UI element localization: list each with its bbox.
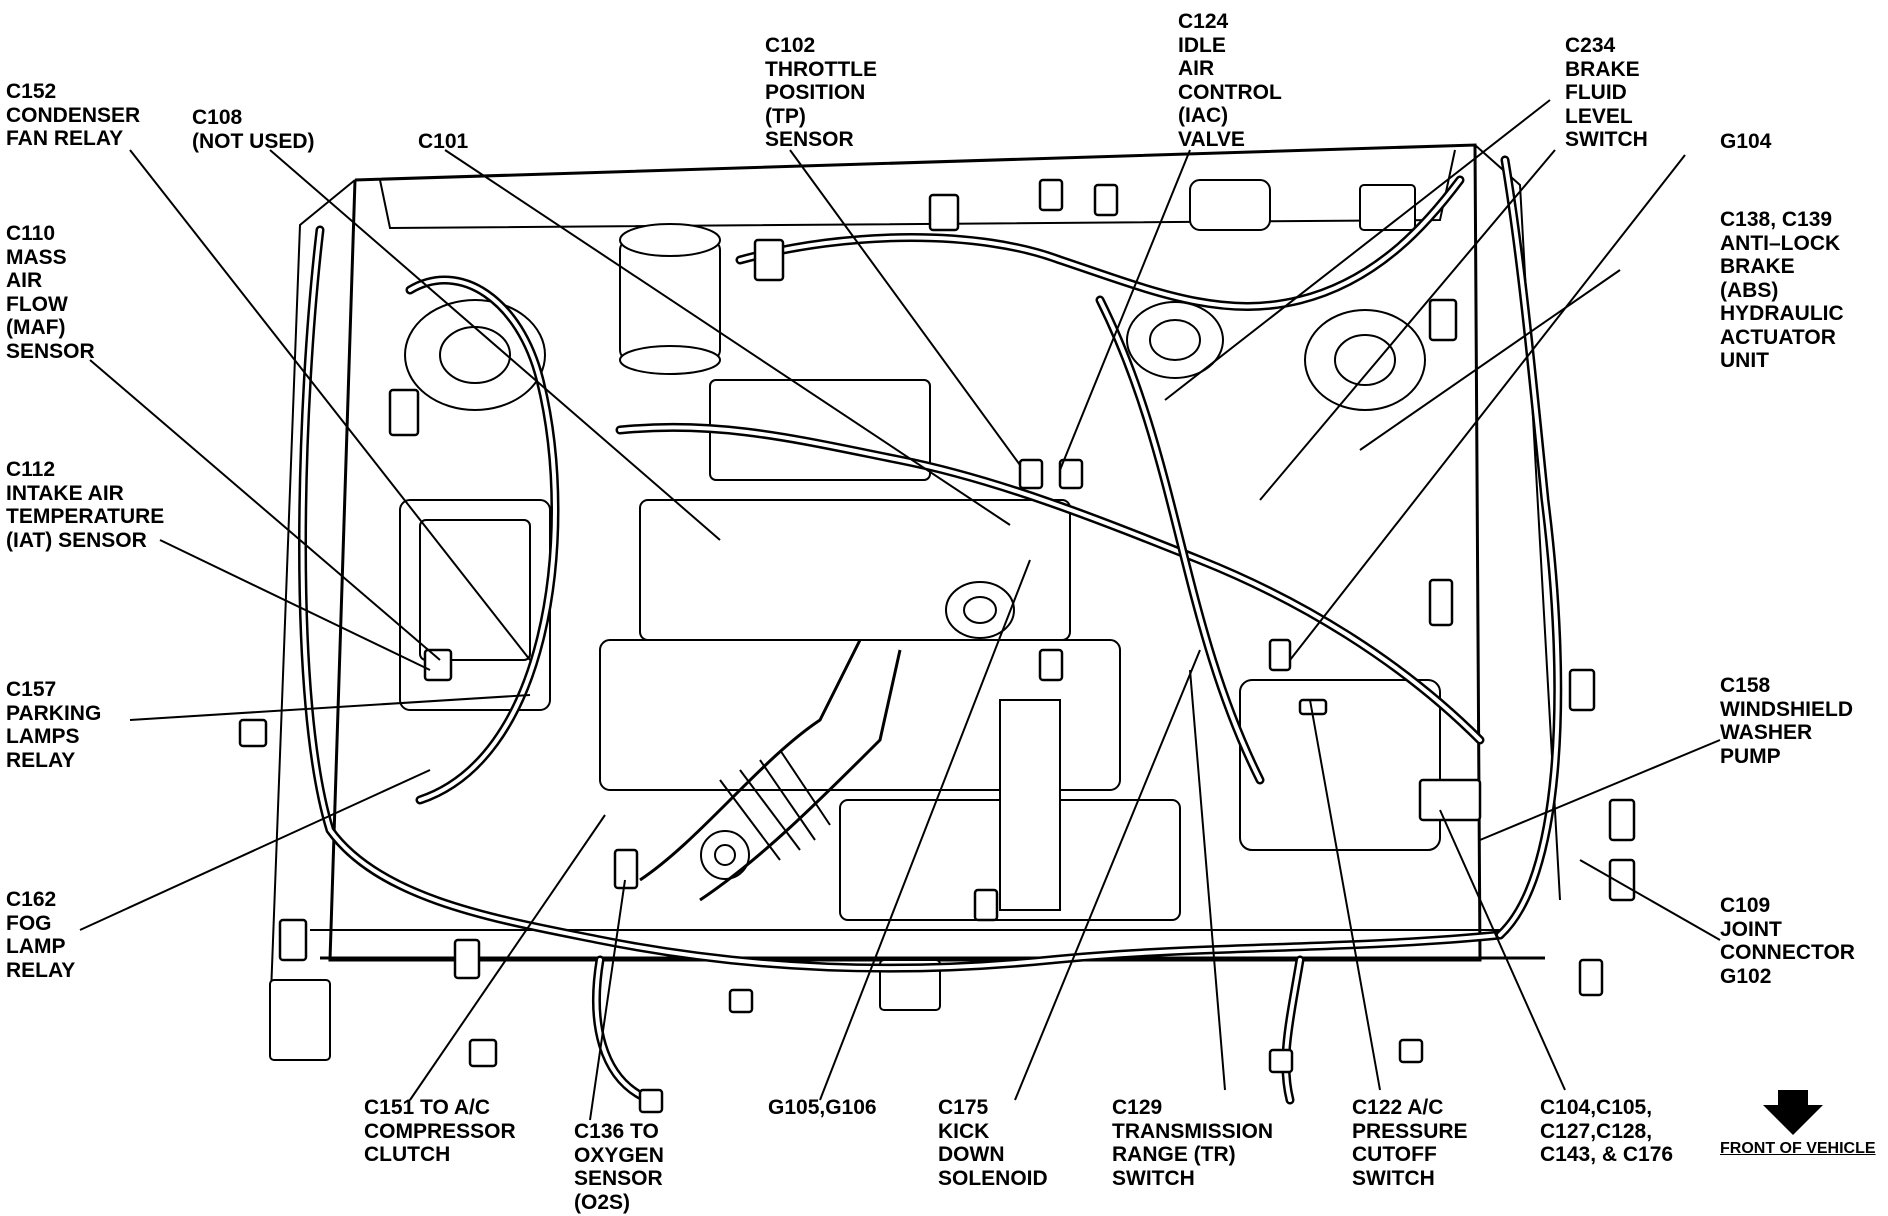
callout-c175: C175 KICK DOWN SOLENOID [938, 1096, 1048, 1190]
front-of-vehicle-label: FRONT OF VEHICLE [1720, 1140, 1876, 1157]
callout-c109: C109 JOINT CONNECTOR G102 [1720, 894, 1855, 988]
connectors [238, 178, 1636, 1114]
callout-c124: C124 IDLE AIR CONTROL (IAC) VALVE [1178, 10, 1282, 151]
callout-c104: C104,C105, C127,C128, C143, & C176 [1540, 1096, 1674, 1166]
leader-lines [79, 99, 1721, 1121]
callout-g105: G105,G106 [768, 1096, 877, 1119]
callout-c102: C102 THROTTLE POSITION (TP) SENSOR [765, 34, 877, 151]
callout-c101: C101 [418, 130, 469, 153]
callout-c138: C138, C139 ANTI–LOCK BRAKE (ABS) HYDRAUL… [1720, 208, 1844, 372]
callout-c122: C122 A/C PRESSURE CUTOFF SWITCH [1352, 1096, 1468, 1190]
wiring-harness [298, 155, 1563, 1105]
callout-c152: C152 CONDENSER FAN RELAY [6, 80, 141, 150]
down-arrow-icon [1763, 1090, 1823, 1135]
callout-g104: G104 [1720, 130, 1772, 153]
callout-c112: C112 INTAKE AIR TEMPERATURE (IAT) SENSOR [6, 458, 165, 552]
callout-c158: C158 WINDSHIELD WASHER PUMP [1720, 674, 1853, 768]
callout-c129: C129 TRANSMISSION RANGE (TR) SWITCH [1112, 1096, 1274, 1190]
callout-c108: C108 (NOT USED) [192, 106, 315, 153]
callout-c157: C157 PARKING LAMPS RELAY [6, 678, 102, 772]
engine-block [599, 379, 1325, 921]
callout-c110: C110 MASS AIR FLOW (MAF) SENSOR [6, 222, 95, 363]
callout-c234: C234 BRAKE FLUID LEVEL SWITCH [1565, 34, 1648, 151]
air-intake-tube [639, 639, 902, 902]
callout-c151: C151 TO A/C COMPRESSOR CLUTCH [364, 1096, 516, 1166]
compartment-outline [269, 143, 1561, 1021]
callout-c162: C162 FOG LAMP RELAY [6, 888, 76, 982]
callout-c136: C136 TO OXYGEN SENSOR (O2S) [574, 1120, 664, 1214]
